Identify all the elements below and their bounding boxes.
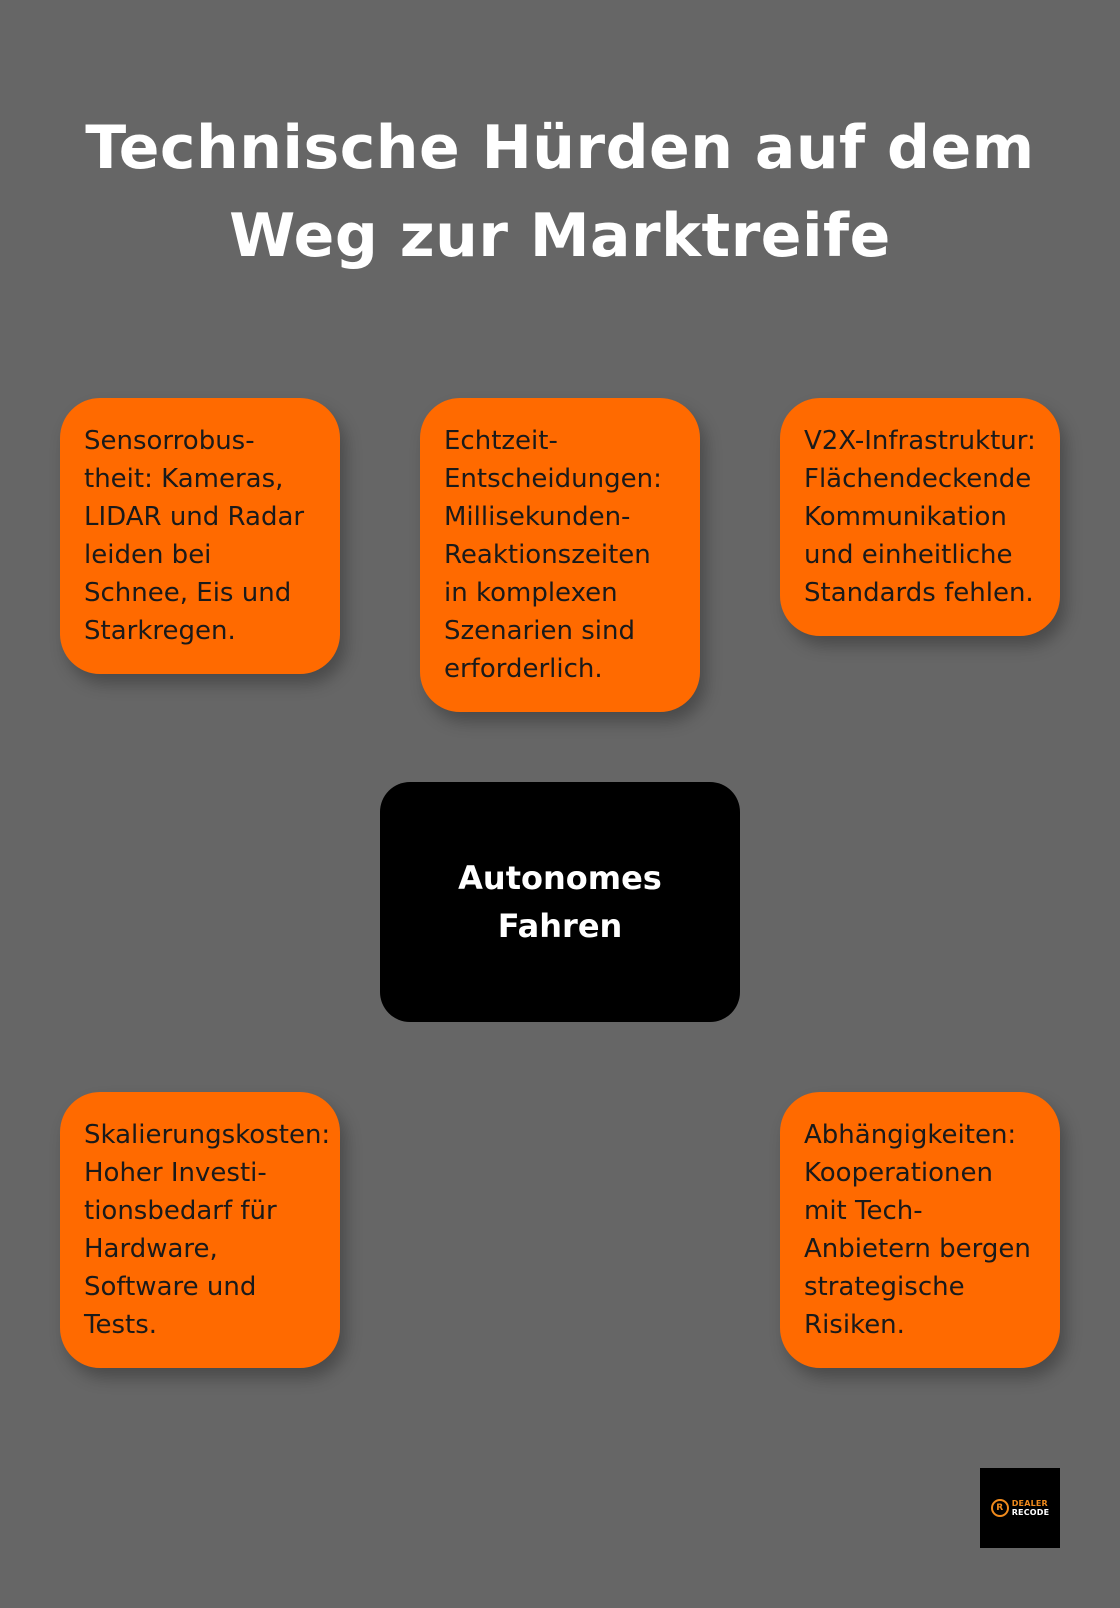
card-line: Hoher Investi-	[84, 1158, 267, 1188]
card-line: tionsbedarf für	[84, 1196, 277, 1226]
card-line: Risiken.	[804, 1310, 905, 1340]
card-line: Standards fehlen.	[804, 578, 1034, 608]
card-line: Software und	[84, 1272, 257, 1302]
card-line: Szenarien sind	[444, 616, 635, 646]
card-line: Sensorrobus-	[84, 426, 255, 456]
hurdle-card-dependencies: Abhängigkeiten: Kooperationen mit Tech- …	[780, 1092, 1060, 1368]
page-title: Technische Hürden auf dem Weg zur Marktr…	[60, 104, 1060, 280]
card-line: strategische	[804, 1272, 965, 1302]
hurdle-card-scaling-costs: Skalierungskosten: Hoher Investi- tionsb…	[60, 1092, 340, 1368]
title-line-2: Weg zur Marktreife	[229, 201, 891, 271]
card-line: mit Tech-	[804, 1196, 923, 1226]
center-line-2: Fahren	[497, 907, 623, 945]
card-line: Echtzeit-	[444, 426, 558, 456]
card-line: Schnee, Eis und	[84, 578, 292, 608]
card-line: theit: Kameras,	[84, 464, 284, 494]
card-line: Abhängigkeiten:	[804, 1120, 1017, 1150]
card-line: und einheitliche	[804, 540, 1013, 570]
center-line-1: Autonomes	[458, 859, 662, 897]
logo-line-2: RECODE	[1011, 1508, 1050, 1517]
logo-wordmark: DEALER RECODE	[1012, 1499, 1050, 1517]
card-line: Kooperationen	[804, 1158, 993, 1188]
card-line: Tests.	[84, 1310, 158, 1340]
center-node: Autonomes Fahren	[380, 782, 740, 1022]
logo-mark-icon: R	[990, 1499, 1009, 1517]
card-line: Skalierungskosten:	[84, 1120, 331, 1150]
title-line-1: Technische Hürden auf dem	[85, 113, 1035, 183]
card-line: in komplexen	[444, 578, 618, 608]
card-line: Kommunikation	[804, 502, 1007, 532]
card-line: Flächendeckende	[804, 464, 1032, 494]
dealer-recode-logo: R DEALER RECODE	[980, 1468, 1060, 1548]
card-line: Hardware,	[84, 1234, 218, 1264]
card-line: leiden bei	[84, 540, 212, 570]
card-line: Anbietern bergen	[804, 1234, 1031, 1264]
card-line: erforderlich.	[444, 654, 603, 684]
card-line: Entscheidungen:	[444, 464, 662, 494]
card-line: Reaktionszeiten	[444, 540, 651, 570]
hurdle-card-v2x-infrastructure: V2X-Infrastruktur: Flächendeckende Kommu…	[780, 398, 1060, 636]
card-line: LIDAR und Radar	[84, 502, 305, 532]
card-line: Starkregen.	[84, 616, 236, 646]
logo-line-1: DEALER	[1011, 1499, 1048, 1508]
hurdle-card-sensor-robustness: Sensorrobus- theit: Kameras, LIDAR und R…	[60, 398, 340, 674]
hurdle-card-realtime-decisions: Echtzeit- Entscheidungen: Millisekunden-…	[420, 398, 700, 712]
card-line: Millisekunden-	[444, 502, 631, 532]
card-line: V2X-Infrastruktur:	[804, 426, 1036, 456]
